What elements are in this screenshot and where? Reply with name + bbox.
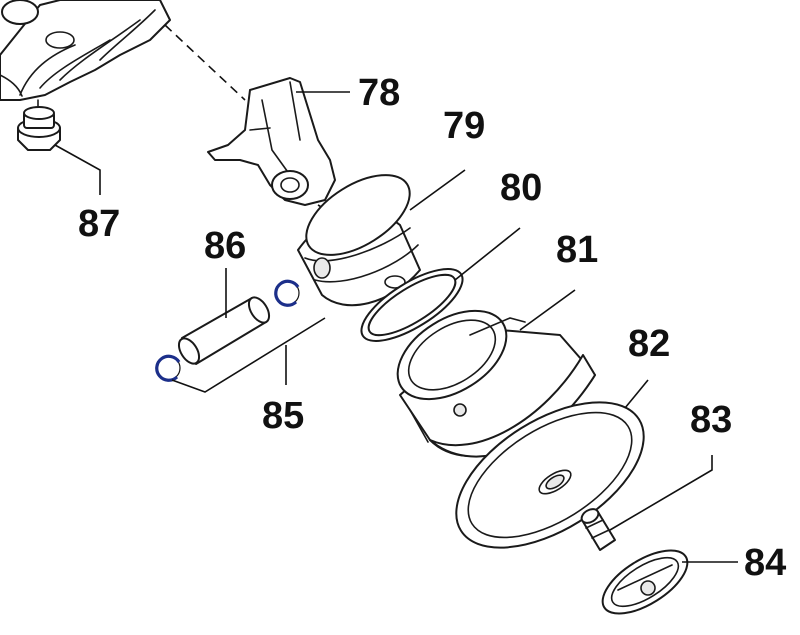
part-83-bolt [580, 508, 616, 551]
leader-83 [609, 455, 713, 531]
leader-87 [54, 144, 101, 195]
callout-labels: 78 79 80 81 82 83 84 85 86 87 [78, 72, 786, 584]
leader-lines [54, 91, 738, 563]
leader-82 [624, 379, 649, 409]
part-86-pin [177, 296, 271, 365]
callout-79: 79 [443, 105, 485, 147]
part-81-hub [396, 309, 596, 458]
callout-87: 87 [78, 203, 120, 245]
part-85-circlip-left [155, 354, 181, 382]
callout-83: 83 [690, 399, 732, 441]
callout-85: 85 [262, 395, 304, 437]
callout-78: 78 [358, 72, 400, 114]
part-78-bracket [207, 77, 336, 206]
leader-81 [519, 289, 576, 331]
callout-82: 82 [628, 323, 670, 365]
callout-80: 80 [500, 167, 542, 209]
callout-81: 81 [556, 229, 598, 271]
part-84-cap [601, 549, 689, 615]
axis-line [164, 24, 246, 101]
gear-housing-part [0, 0, 171, 101]
callout-84: 84 [744, 542, 786, 584]
part-79-bushing [297, 174, 421, 307]
part-87-plug [17, 99, 61, 151]
callout-86: 86 [204, 225, 246, 267]
leader-79 [409, 169, 466, 211]
part-85-circlip-right [274, 279, 300, 307]
part-82-disc [455, 401, 645, 549]
leader-80 [454, 227, 521, 281]
leader-85 [171, 317, 326, 393]
